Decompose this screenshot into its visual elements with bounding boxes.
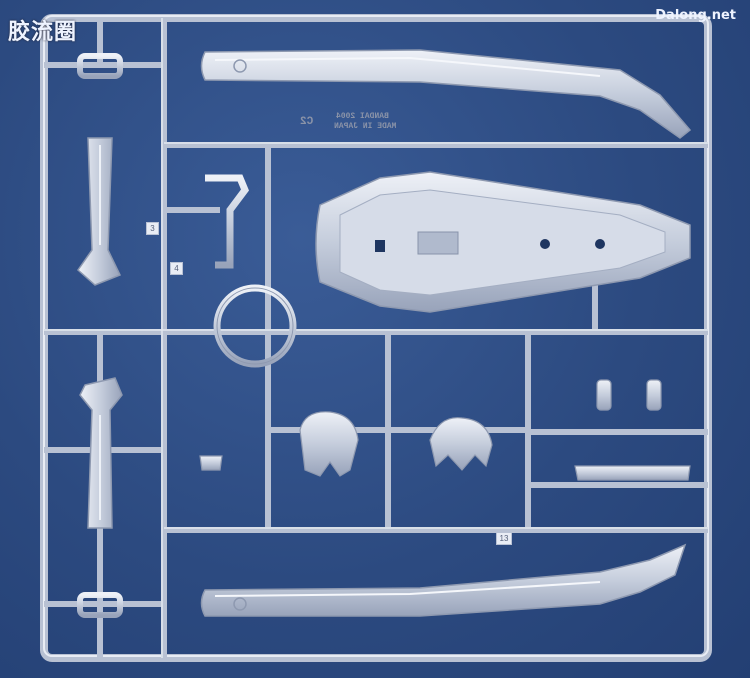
- blade-bottom: [200, 543, 687, 617]
- gate-number-4: 4: [170, 262, 183, 275]
- claw-part-left: [299, 411, 359, 477]
- gate-number-13: 13: [496, 532, 512, 545]
- claw-part-right: [429, 417, 493, 471]
- small-clip-part: [199, 455, 223, 471]
- watermark-left: 胶流圈: [8, 20, 78, 45]
- bracket-part: [205, 174, 249, 269]
- peg-parts: [596, 379, 662, 411]
- runner-stamp-line2: MADE IN JAPAN: [334, 122, 397, 131]
- shield-tray-part: [315, 171, 691, 313]
- left-strap-bottom: [79, 377, 123, 529]
- runner-part-code: C2: [300, 116, 314, 128]
- loop-part-bottom: [77, 592, 123, 618]
- runner-stamp-line1: BANDAI 2004: [336, 112, 389, 121]
- loop-part-top: [77, 53, 123, 79]
- gate-number-3: 3: [146, 222, 159, 235]
- watermark-right: Dalong.net: [655, 8, 736, 23]
- connector-part: [574, 465, 691, 481]
- blade-top: [200, 49, 692, 139]
- left-strap-top: [77, 137, 122, 286]
